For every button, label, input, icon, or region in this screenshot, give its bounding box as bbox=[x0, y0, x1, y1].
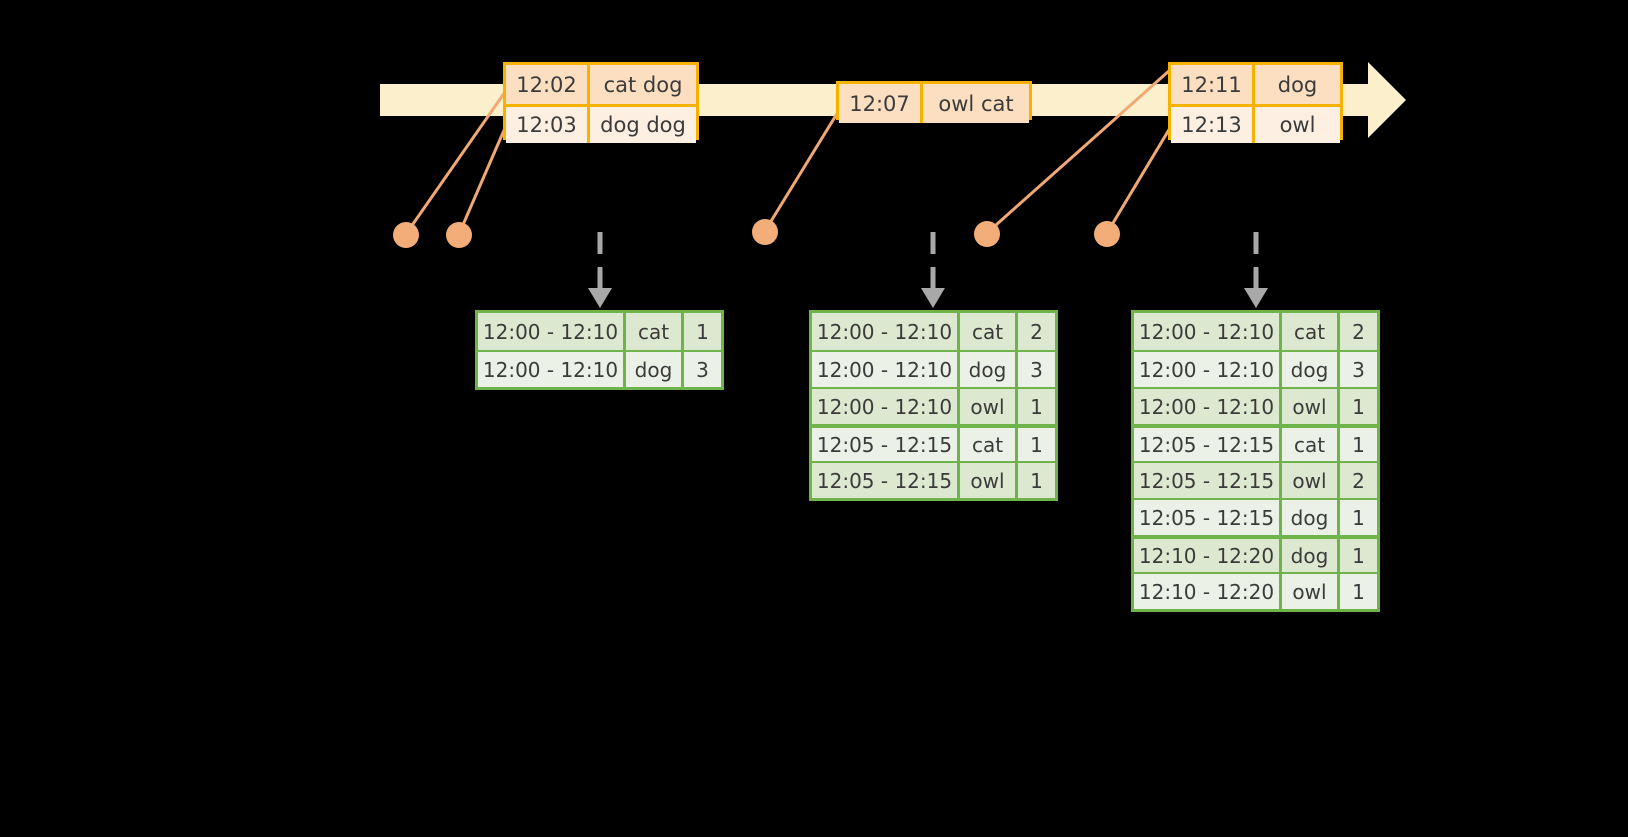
window-cell: 12:00 - 12:10 bbox=[478, 313, 626, 350]
count-cell: 2 bbox=[1352, 468, 1365, 493]
window-cell: 12:10 - 12:20 bbox=[1134, 574, 1282, 609]
event-words: dog dog bbox=[590, 107, 696, 143]
word-cell: dog bbox=[1282, 352, 1340, 387]
word-cell: cat bbox=[1282, 428, 1340, 461]
count-cell: 3 bbox=[696, 357, 709, 382]
word-cell: owl bbox=[1282, 574, 1340, 609]
event-dots bbox=[393, 219, 1120, 248]
window-cell: 12:05 - 12:15 bbox=[1134, 500, 1282, 535]
event-row[interactable]: 12:13 owl bbox=[1171, 104, 1340, 143]
count-cell: 2 bbox=[1352, 319, 1365, 344]
window-cell: 12:05 - 12:15 bbox=[812, 428, 960, 461]
window-cell: 12:00 - 12:10 bbox=[1134, 352, 1282, 387]
count-cell: 1 bbox=[696, 319, 709, 344]
event-dot bbox=[446, 222, 472, 248]
word-cell: dog bbox=[626, 352, 684, 387]
emit-arrow-1 bbox=[588, 232, 612, 308]
event-time: 12:07 bbox=[839, 84, 923, 123]
count-cell: 2 bbox=[1030, 319, 1043, 344]
word-cell: cat bbox=[960, 428, 1018, 461]
event-dot bbox=[974, 221, 1000, 247]
event-dot bbox=[752, 219, 778, 245]
emit-arrows bbox=[588, 232, 1268, 308]
event-time: 12:03 bbox=[506, 107, 590, 143]
event-box-group-3[interactable]: 12:11 dog 12:13 owl bbox=[1168, 62, 1343, 143]
count-cell: 1 bbox=[1352, 579, 1365, 604]
event-time: 12:11 bbox=[1171, 65, 1255, 104]
count-cell: 1 bbox=[1030, 394, 1043, 419]
event-time: 12:02 bbox=[506, 65, 590, 104]
count-cell: 1 bbox=[1352, 543, 1365, 568]
word-cell: dog bbox=[960, 352, 1018, 387]
event-words: cat dog bbox=[590, 65, 696, 104]
window-cell: 12:00 - 12:10 bbox=[812, 389, 960, 424]
word-cell: cat bbox=[626, 313, 684, 350]
count-cell: 1 bbox=[1352, 432, 1365, 457]
event-words: owl bbox=[1255, 107, 1340, 143]
event-row[interactable]: 12:07 owl cat bbox=[839, 84, 1029, 123]
count-cell: 3 bbox=[1352, 357, 1365, 382]
word-cell: owl bbox=[1282, 463, 1340, 498]
word-cell: cat bbox=[1282, 313, 1340, 350]
event-time: 12:13 bbox=[1171, 107, 1255, 143]
window-cell: 12:00 - 12:10 bbox=[1134, 389, 1282, 424]
window-cell: 12:05 - 12:15 bbox=[1134, 463, 1282, 498]
event-box-group-1[interactable]: 12:02 cat dog 12:03 dog dog bbox=[503, 62, 699, 143]
word-cell: owl bbox=[960, 389, 1018, 424]
word-cell: owl bbox=[1282, 389, 1340, 424]
window-cell: 12:10 - 12:20 bbox=[1134, 539, 1282, 572]
window-cell: 12:00 - 12:10 bbox=[812, 313, 960, 350]
window-cell: 12:05 - 12:15 bbox=[812, 463, 960, 498]
event-row[interactable]: 12:11 dog bbox=[1171, 65, 1340, 104]
count-cell: 1 bbox=[1352, 394, 1365, 419]
event-dot bbox=[1094, 221, 1120, 247]
emit-arrow-3 bbox=[1244, 232, 1268, 308]
word-cell: dog bbox=[1282, 500, 1340, 535]
count-cell: 1 bbox=[1352, 505, 1365, 530]
event-box-group-2[interactable]: 12:07 owl cat bbox=[836, 81, 1032, 123]
count-cell: 3 bbox=[1030, 357, 1043, 382]
count-cell: 1 bbox=[1030, 432, 1043, 457]
word-cell: cat bbox=[960, 313, 1018, 350]
window-cell: 12:00 - 12:10 bbox=[812, 352, 960, 387]
window-cell: 12:00 - 12:10 bbox=[478, 352, 626, 387]
word-cell: owl bbox=[960, 463, 1018, 498]
emit-arrow-2 bbox=[921, 232, 945, 308]
event-words: dog bbox=[1255, 65, 1340, 104]
event-row[interactable]: 12:03 dog dog bbox=[506, 104, 696, 143]
word-cell: dog bbox=[1282, 539, 1340, 572]
event-words: owl cat bbox=[923, 84, 1029, 123]
window-cell: 12:05 - 12:15 bbox=[1134, 428, 1282, 461]
event-dot bbox=[393, 222, 419, 248]
event-row[interactable]: 12:02 cat dog bbox=[506, 65, 696, 104]
count-cell: 1 bbox=[1030, 468, 1043, 493]
window-cell: 12:00 - 12:10 bbox=[1134, 313, 1282, 350]
